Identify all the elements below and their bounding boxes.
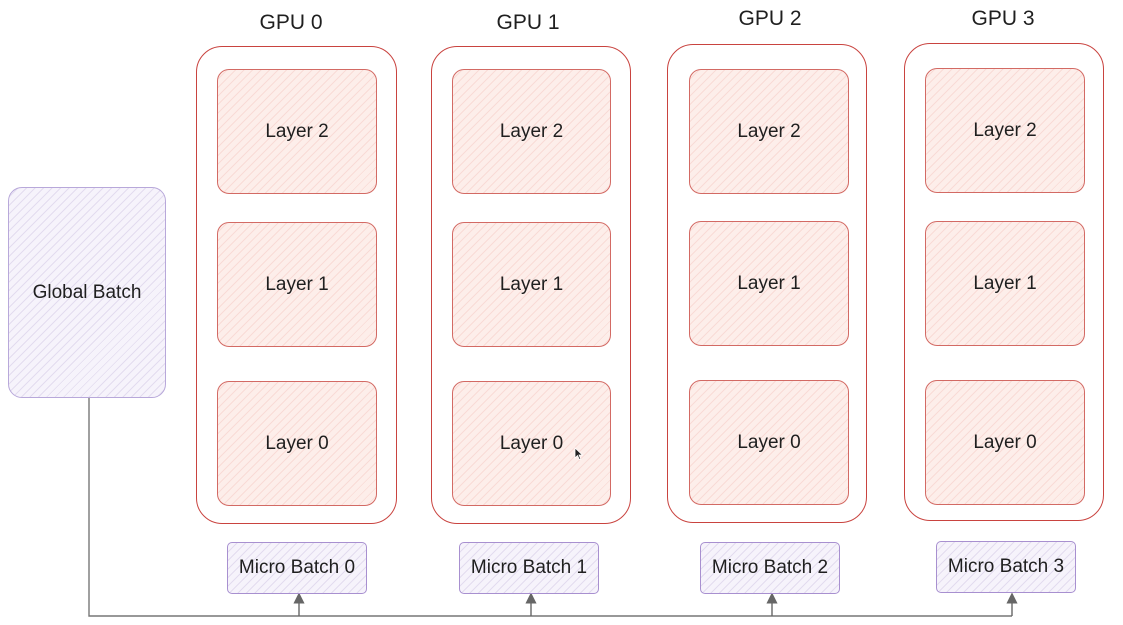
- gpu-1-layer-1: Layer 1: [452, 222, 611, 347]
- gpu-2-layer-1: Layer 1: [689, 221, 849, 346]
- gpu-0-layer-0: Layer 0: [217, 381, 377, 506]
- gpu-3-box: Layer 2 Layer 1 Layer 0: [904, 43, 1104, 521]
- gpu-0-layer-1: Layer 1: [217, 222, 377, 347]
- global-batch-label: Global Batch: [32, 281, 142, 303]
- micro-batch-2: Micro Batch 2: [700, 542, 840, 594]
- gpu-1-box: Layer 2 Layer 1 Layer 0: [431, 46, 631, 524]
- gpu-2-title: GPU 2: [738, 7, 802, 30]
- gpu-1-title: GPU 1: [496, 11, 560, 34]
- gpu-1-layer-0: Layer 0: [452, 381, 611, 506]
- gpu-0-box: Layer 2 Layer 1 Layer 0: [196, 46, 397, 524]
- gpu-2-layer-2: Layer 2: [689, 69, 849, 194]
- micro-batch-0: Micro Batch 0: [227, 542, 367, 594]
- gpu-3-layer-2: Layer 2: [925, 68, 1085, 193]
- gpu-0-layer-2: Layer 2: [217, 69, 377, 194]
- gpu-1-layer-2: Layer 2: [452, 69, 611, 194]
- gpu-0-title: GPU 0: [259, 11, 323, 34]
- global-batch-box: Global Batch: [8, 187, 166, 398]
- micro-batch-3: Micro Batch 3: [936, 541, 1076, 593]
- gpu-3-layer-0: Layer 0: [925, 380, 1085, 505]
- gpu-3-layer-1: Layer 1: [925, 221, 1085, 346]
- gpu-3-title: GPU 3: [971, 7, 1035, 30]
- gpu-2-box: Layer 2 Layer 1 Layer 0: [667, 44, 867, 523]
- mouse-cursor-icon: [574, 447, 584, 461]
- global-to-microbatch-line: [88, 398, 1012, 617]
- gpu-2-layer-0: Layer 0: [689, 380, 849, 505]
- micro-batch-1: Micro Batch 1: [459, 542, 599, 594]
